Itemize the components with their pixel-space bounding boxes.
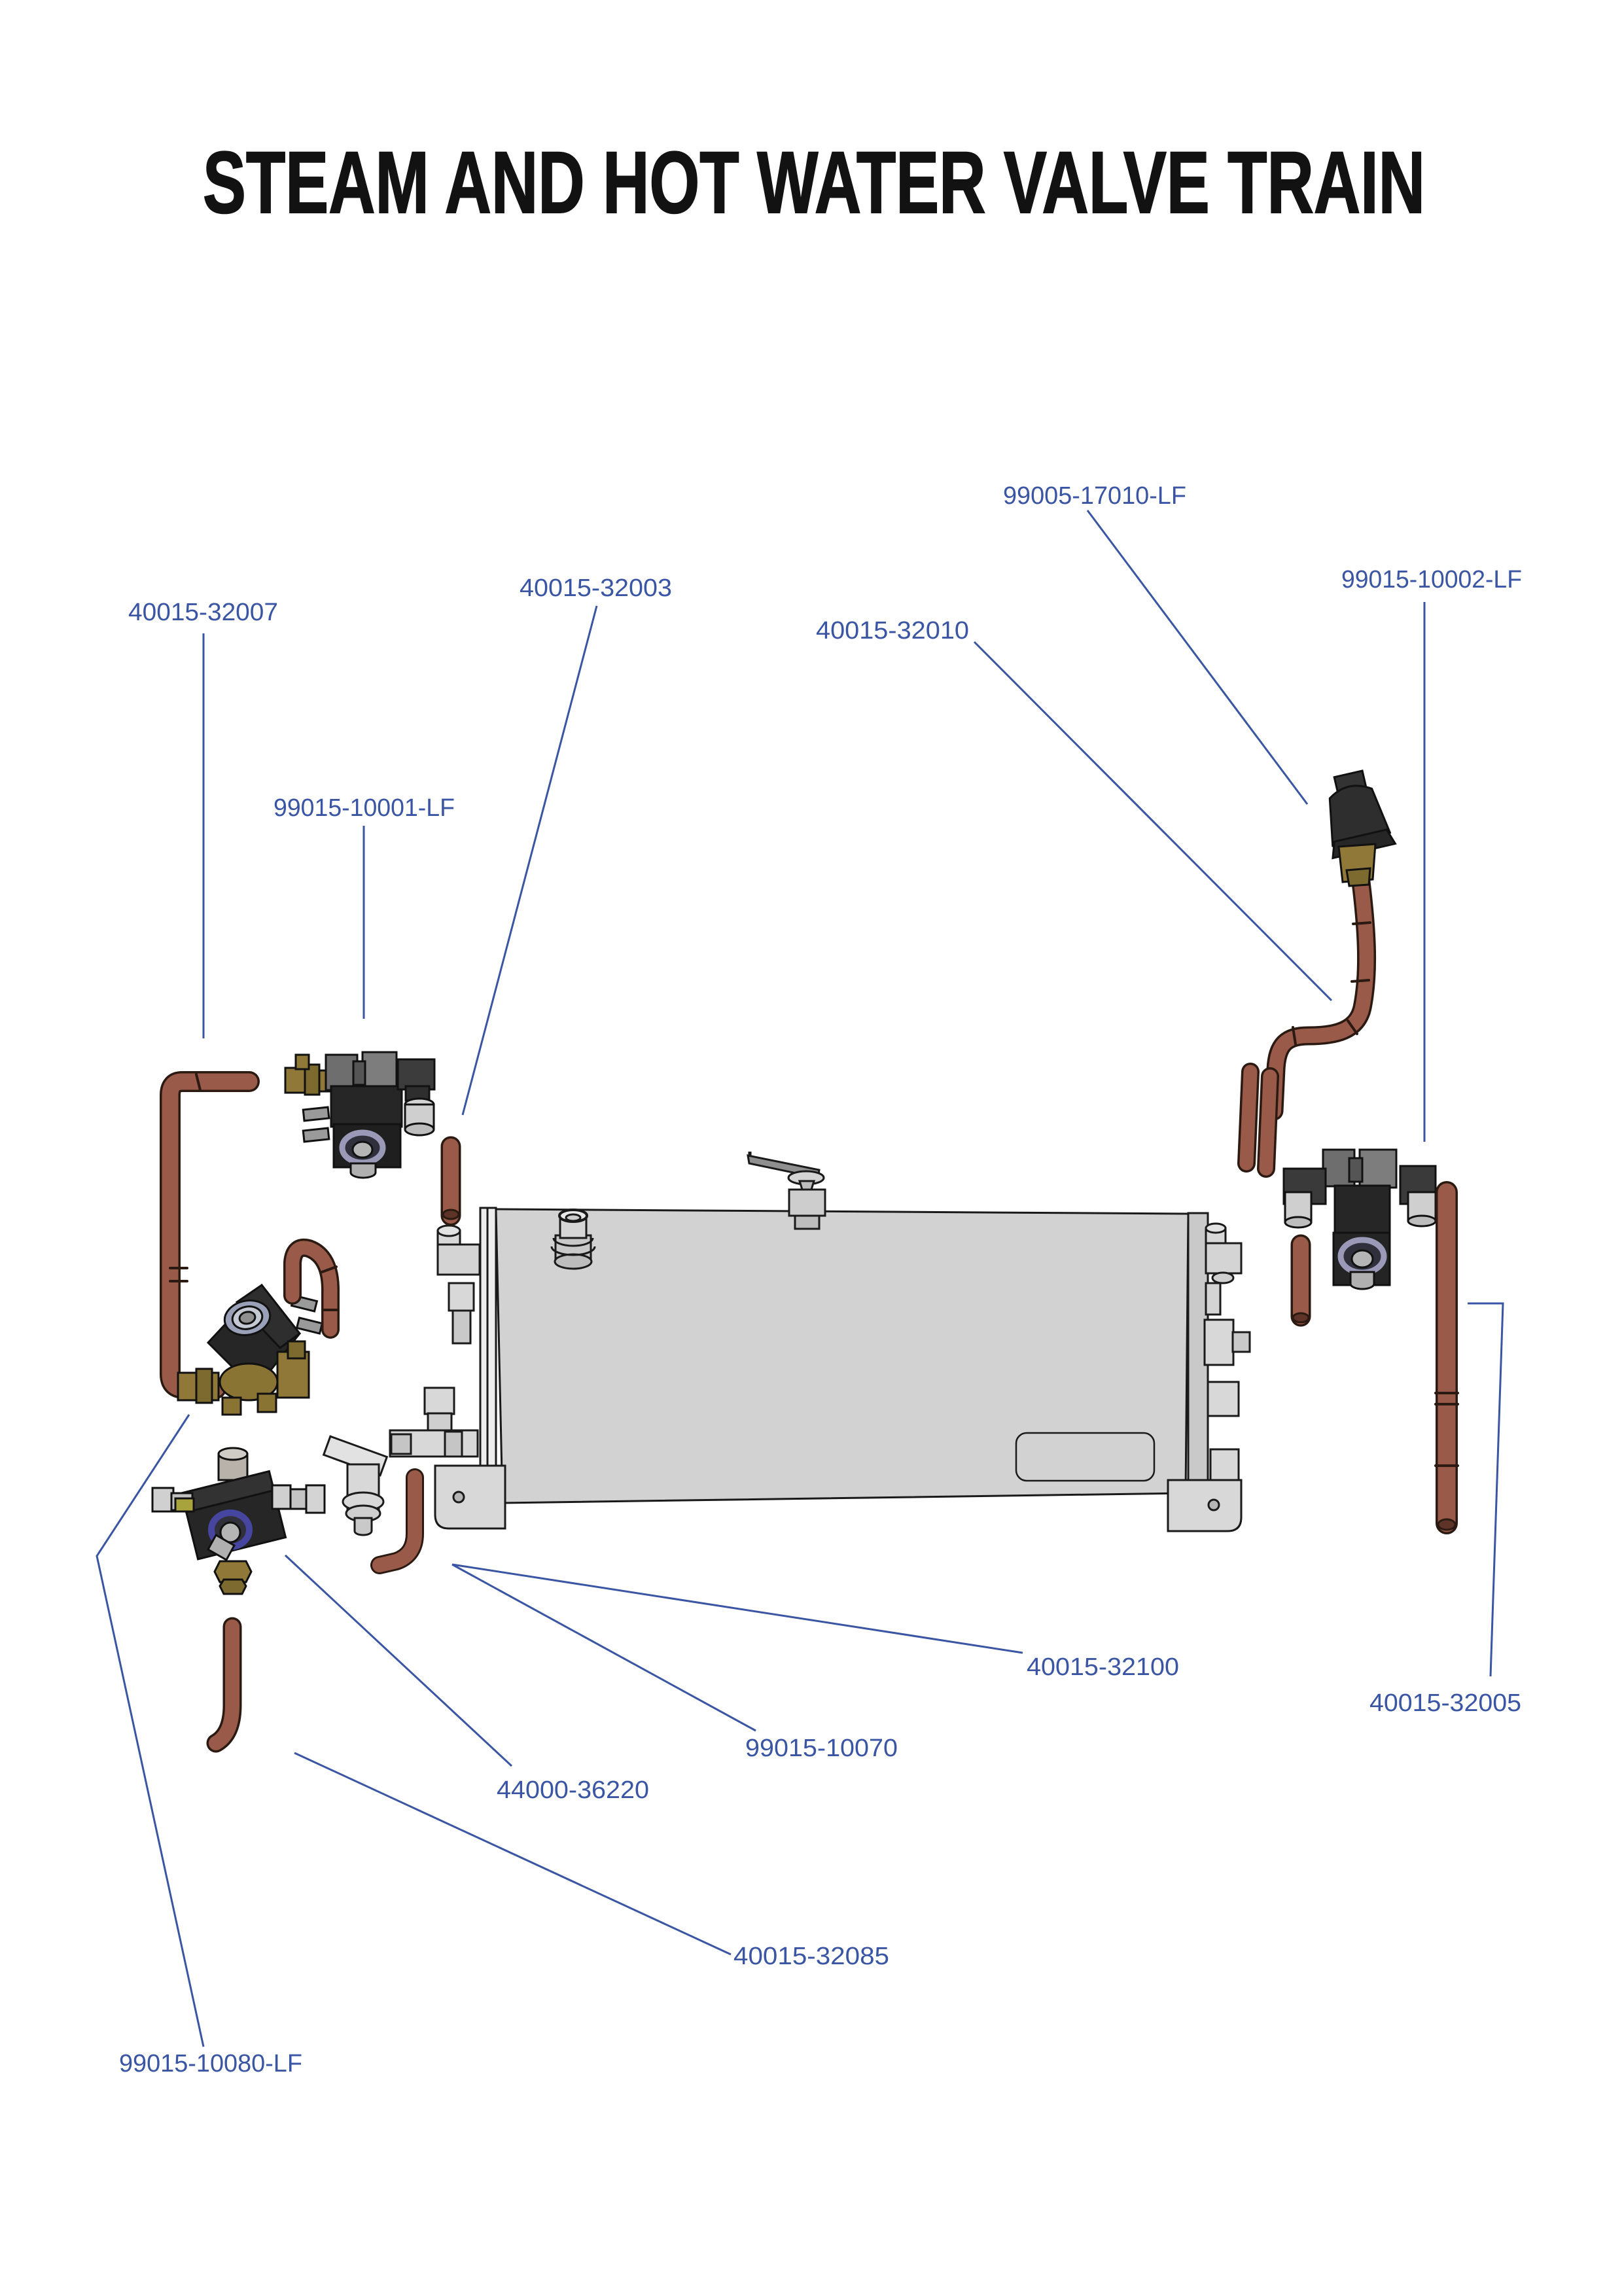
svg-text:99005-17010-LF: 99005-17010-LF (1003, 482, 1186, 510)
svg-text:40015-32003: 40015-32003 (520, 574, 672, 602)
svg-text:99015-10070: 99015-10070 (745, 1735, 898, 1762)
svg-text:40015-32007: 40015-32007 (128, 599, 278, 626)
svg-text:40015-32085: 40015-32085 (733, 1943, 889, 1970)
svg-text:40015-32005: 40015-32005 (1369, 1689, 1521, 1717)
svg-text:STEAM AND HOT WATER VALVE TRAI: STEAM AND HOT WATER VALVE TRAIN (203, 134, 1425, 232)
svg-text:99015-10080-LF: 99015-10080-LF (119, 2050, 302, 2077)
svg-text:99015-10001-LF: 99015-10001-LF (274, 794, 455, 822)
svg-text:40015-32010: 40015-32010 (816, 617, 969, 645)
svg-text:44000-36220: 44000-36220 (497, 1776, 649, 1804)
svg-text:99015-10002-LF: 99015-10002-LF (1341, 566, 1522, 593)
svg-text:40015-32100: 40015-32100 (1027, 1653, 1179, 1681)
